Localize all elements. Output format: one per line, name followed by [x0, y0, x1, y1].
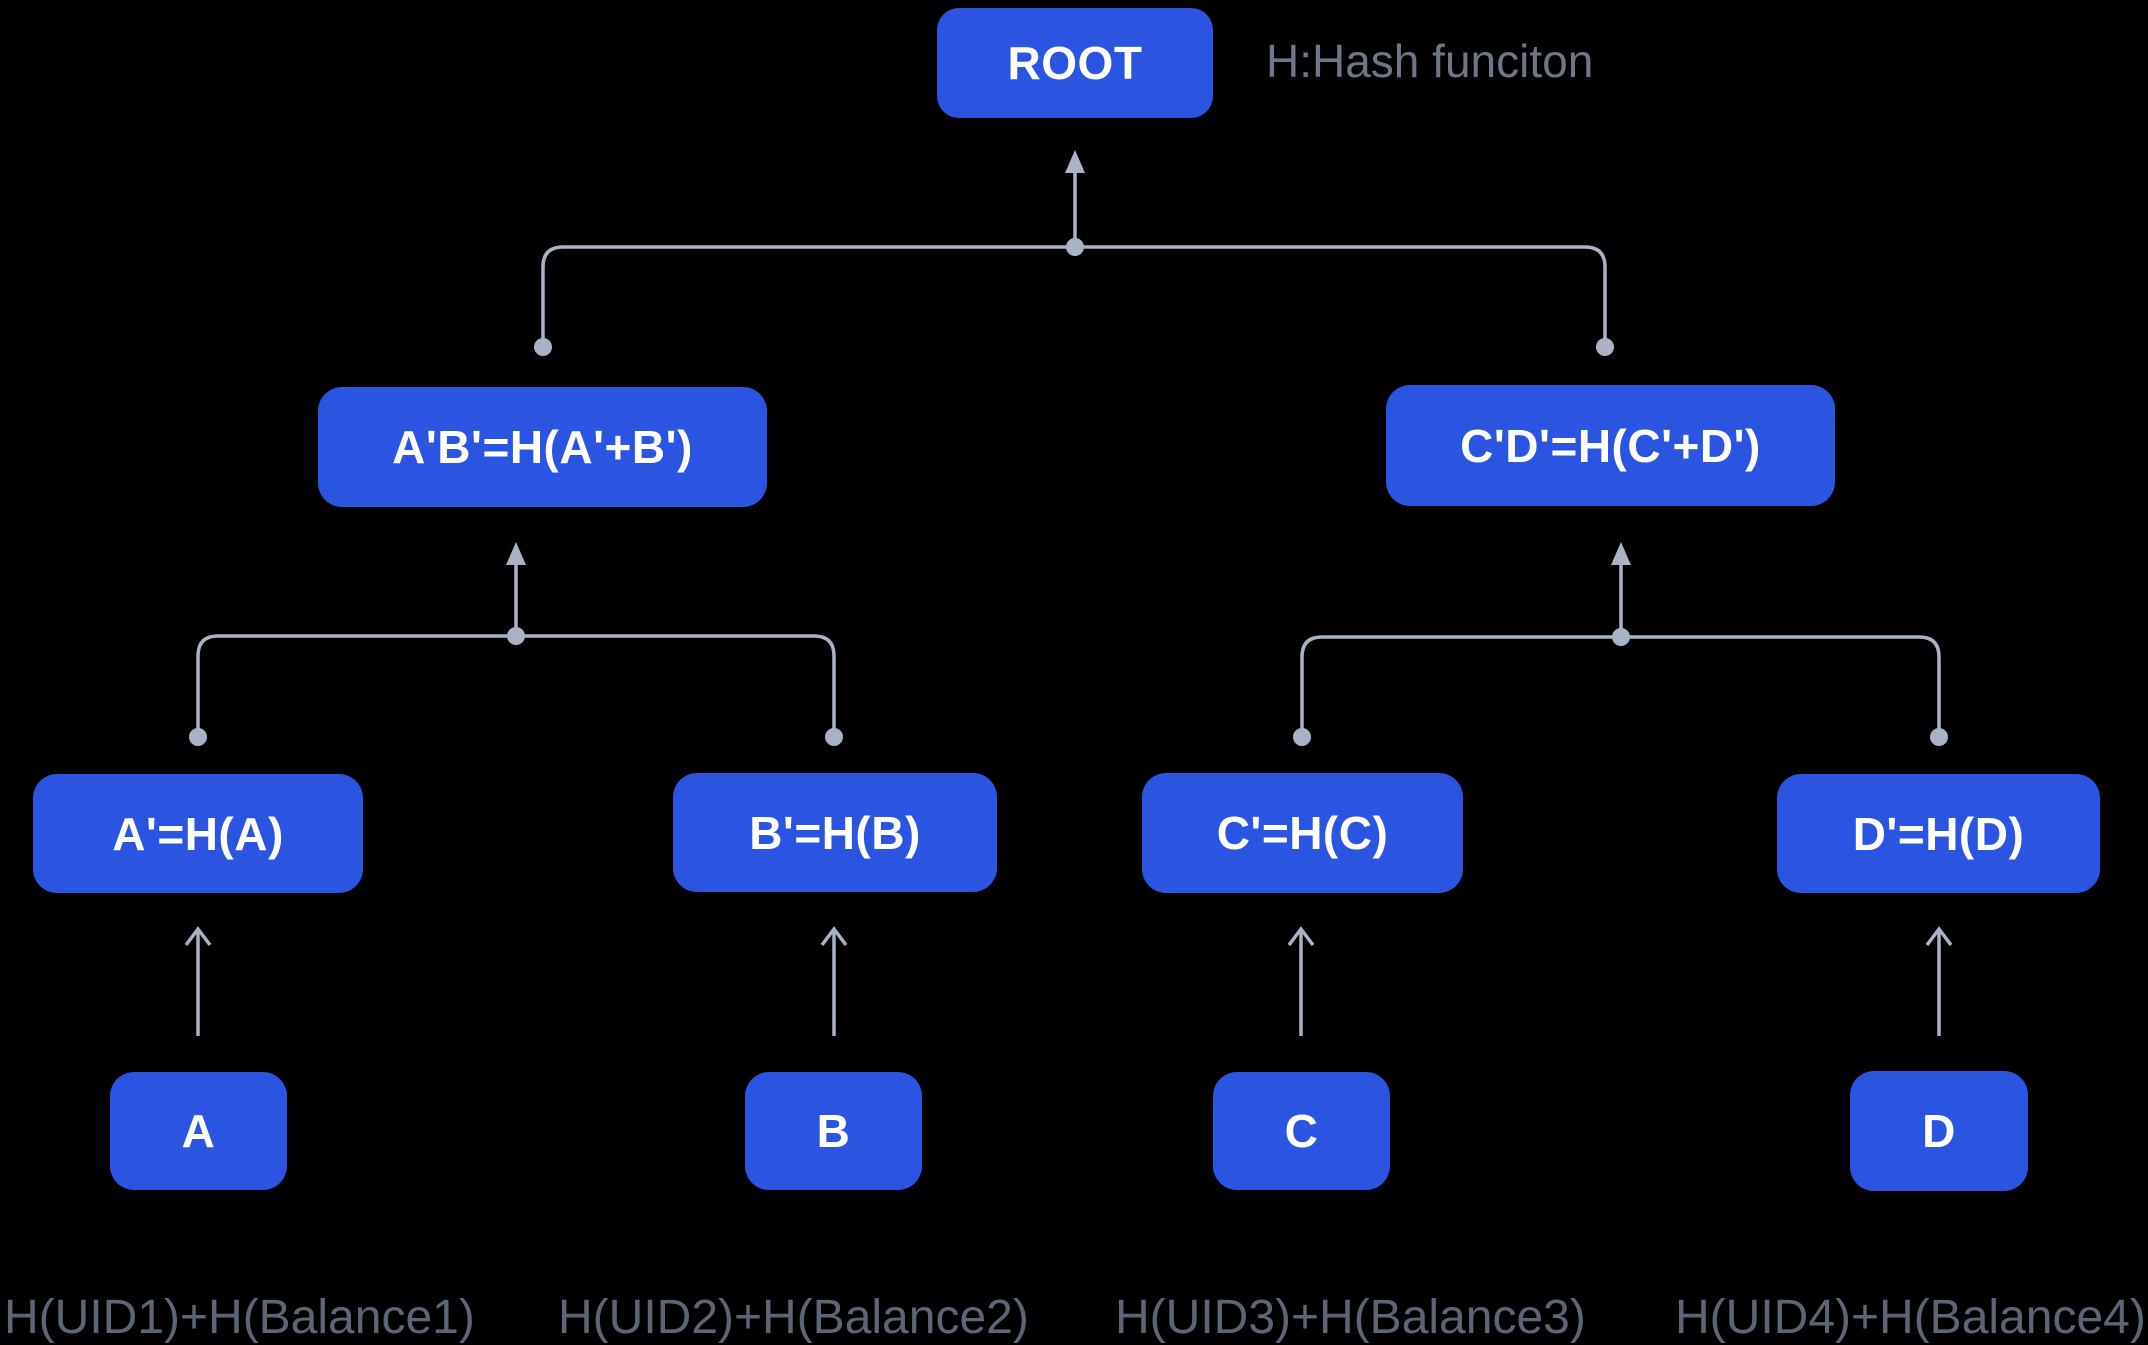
node-b-hash: B'=H(B): [673, 773, 997, 892]
arrow-up-icon: [820, 926, 848, 947]
leaf-label-1: H(UID1)+H(Balance1): [4, 1291, 475, 1344]
endpoint-dot: [825, 728, 843, 746]
leaf-label-4: H(UID4)+H(Balance4): [1675, 1291, 2146, 1344]
connector-cd: [1293, 542, 1948, 746]
node-d-hash: D'=H(D): [1777, 774, 2100, 893]
node-b: B: [745, 1072, 922, 1190]
arrow-up-icon: [506, 542, 526, 565]
node-a: A: [110, 1072, 287, 1190]
node-a-hash: A'=H(A): [33, 774, 363, 893]
connector-ab: [189, 542, 843, 746]
node-c-hash: C'=H(C): [1142, 773, 1463, 893]
arrow-up-icon: [1925, 926, 1953, 947]
node-ab-hash: A'B'=H(A'+B'): [318, 387, 767, 507]
node-root: ROOT: [937, 8, 1213, 118]
arrow-up-icon: [1287, 926, 1315, 947]
node-cd-hash: C'D'=H(C'+D'): [1386, 385, 1835, 506]
arrow-up-icon: [1611, 542, 1631, 565]
endpoint-dot: [189, 728, 207, 746]
leaf-label-2: H(UID2)+H(Balance2): [558, 1291, 1029, 1344]
endpoint-dot: [1293, 728, 1311, 746]
junction-dot: [507, 627, 525, 645]
endpoint-dot: [1930, 728, 1948, 746]
node-d: D: [1850, 1071, 2028, 1191]
connector-root: [534, 150, 1614, 356]
junction-dot: [1612, 628, 1630, 646]
junction-dot: [1066, 238, 1084, 256]
hash-function-note: H:Hash funciton: [1266, 35, 1594, 87]
leaf-arrows: [184, 926, 1953, 1036]
arrow-up-icon: [1065, 150, 1085, 173]
endpoint-dot: [534, 338, 552, 356]
arrow-up-icon: [184, 926, 212, 947]
leaf-label-3: H(UID3)+H(Balance3): [1115, 1291, 1586, 1344]
node-c: C: [1213, 1072, 1390, 1190]
endpoint-dot: [1596, 338, 1614, 356]
